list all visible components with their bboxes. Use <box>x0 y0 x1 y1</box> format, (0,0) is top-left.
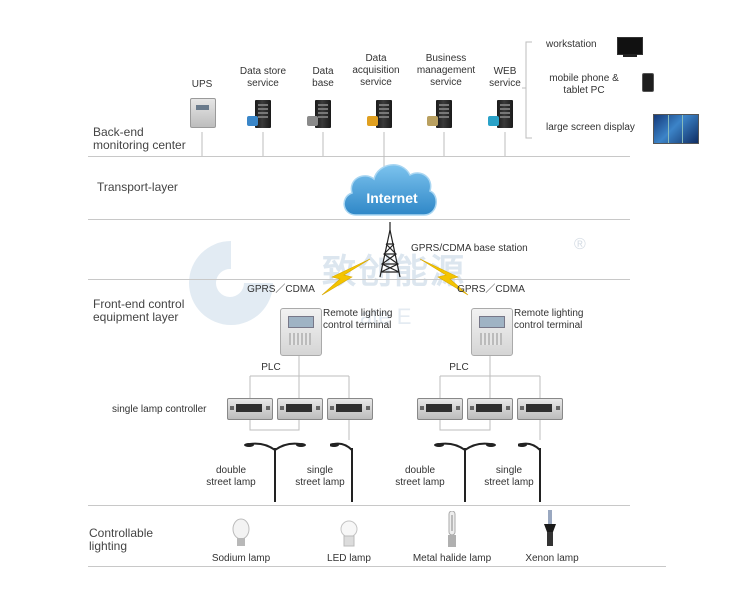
controller-icon <box>467 398 513 420</box>
business-badge-icon <box>427 116 438 126</box>
single-lamp-controller-label: single lamp controller <box>112 404 207 415</box>
node-ups-label: UPS <box>191 79 213 90</box>
led-lamp-label: LED lamp <box>327 553 371 564</box>
right-terminal-label: Remote lighting control terminal <box>514 308 584 331</box>
node-business-management-label: Business management service <box>416 53 476 88</box>
layer-lighting-label: Controllable lighting <box>89 526 154 553</box>
client-bracket <box>522 41 532 139</box>
lightning-left-icon <box>321 258 371 296</box>
lightning-right-icon <box>419 258 469 296</box>
server-icon <box>376 100 392 128</box>
led-bulb-icon <box>340 520 358 547</box>
sodium-lamp-label: Sodium lamp <box>211 553 271 564</box>
right-single-lamp-label: single street lamp <box>484 465 534 488</box>
layer-frontend-label: Front-end control equipment layer <box>93 297 185 324</box>
rule-lighting-bottom <box>88 566 666 567</box>
monitor-stand <box>623 54 637 57</box>
rule-frontend-bottom <box>88 505 630 506</box>
rule-station-bottom <box>88 279 630 280</box>
controller-icon <box>517 398 563 420</box>
right-terminal-icon <box>471 308 513 356</box>
double-street-lamp-icon <box>434 442 496 502</box>
xenon-lamp-label: Xenon lamp <box>525 553 579 564</box>
client-workstation-label: workstation <box>546 39 597 50</box>
watermark-logo-icon <box>189 241 273 325</box>
web-badge-icon <box>488 116 499 126</box>
server-icon <box>436 100 452 128</box>
internet-label: Internet <box>366 190 418 206</box>
client-large-screen-label: large screen display <box>546 122 635 133</box>
watermark-english: ate E <box>360 304 412 329</box>
left-terminal-icon <box>280 308 322 356</box>
server-icon <box>255 100 271 128</box>
layer-transport-label: Transport-layer <box>97 180 178 194</box>
watermark-registered-mark: ® <box>574 236 586 253</box>
phone-icon <box>642 73 654 92</box>
layer-backend-label: Back-end monitoring center <box>93 125 186 152</box>
rule-transport-bottom <box>88 219 630 220</box>
left-plc-label: PLC <box>261 362 281 373</box>
left-terminal-label: Remote lighting control terminal <box>323 308 393 331</box>
right-plc-label: PLC <box>449 362 469 373</box>
double-street-lamp-icon <box>244 442 306 502</box>
client-mobile-label: mobile phone & tablet PC <box>549 73 619 96</box>
left-single-lamp-label: single street lamp <box>295 465 345 488</box>
base-station-tower-icon <box>379 222 401 278</box>
node-database-label: Data base <box>312 66 334 89</box>
left-gprs-label: GPRS／CDMA <box>247 284 315 295</box>
controller-icon <box>417 398 463 420</box>
metal-halide-lamp-label: Metal halide lamp <box>412 553 492 564</box>
rule-backend-bottom <box>88 156 630 157</box>
controller-icon <box>227 398 273 420</box>
database-badge-icon <box>307 116 318 126</box>
base-station-label: GPRS/CDMA base station <box>411 243 528 254</box>
internet-cloud-icon <box>343 164 437 216</box>
single-street-lamp-icon <box>518 442 541 502</box>
server-icon <box>315 100 331 128</box>
single-street-lamp-icon <box>330 442 353 502</box>
xenon-bulb-icon <box>544 510 556 546</box>
sodium-bulb-icon <box>232 518 250 546</box>
ups-icon <box>190 98 216 128</box>
metal-halide-bulb-icon <box>448 511 456 547</box>
right-double-lamp-label: double street lamp <box>395 465 445 488</box>
monitor-icon <box>617 37 643 55</box>
large-screen-icon <box>653 114 699 144</box>
data-acquisition-badge-icon <box>367 116 378 126</box>
data-store-badge-icon <box>247 116 258 126</box>
controller-icon <box>277 398 323 420</box>
node-data-acquisition-label: Data acquisition service <box>352 53 400 88</box>
left-double-lamp-label: double street lamp <box>206 465 256 488</box>
node-web-service-label: WEB service <box>489 66 521 89</box>
node-data-store-label: Data store service <box>239 66 287 89</box>
server-icon <box>497 100 513 128</box>
controller-icon <box>327 398 373 420</box>
right-gprs-label: GPRS／CDMA <box>457 284 525 295</box>
